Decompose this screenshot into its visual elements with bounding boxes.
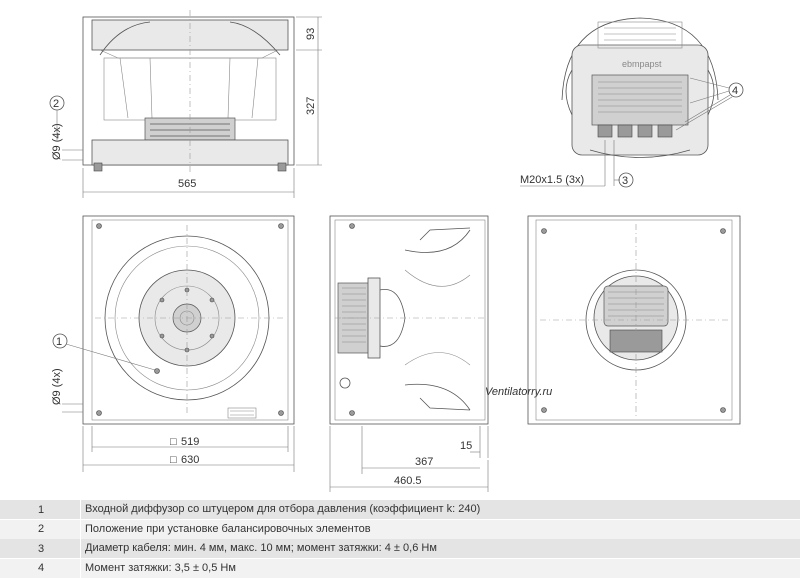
- dim-367-label: 367: [415, 456, 433, 468]
- hole-dim-front: Ø9 (4x): [51, 368, 83, 413]
- legend-text: Положение при установке балансировочных …: [80, 519, 800, 539]
- dimension-93: 93: [296, 16, 322, 51]
- hole-front-label: Ø9 (4x): [51, 368, 63, 405]
- dim-630-label: 630: [181, 454, 199, 466]
- legend-number: 4: [38, 562, 45, 574]
- rear-view: [527, 215, 741, 425]
- callout-4: 4: [675, 77, 744, 131]
- dim-15-label: 15: [460, 440, 472, 452]
- dimension-15: 15: [460, 426, 489, 458]
- dim-93-label: 93: [305, 28, 317, 40]
- dimension-519: □ 519: [91, 426, 289, 452]
- side-section-view: [329, 215, 489, 425]
- watermark: Ventilatorry.ru: [485, 386, 552, 398]
- cable-gland-label: M20x1.5 (3x): [520, 174, 584, 186]
- dimension-460-5: 460.5: [329, 426, 489, 492]
- motor-detail-view: ebmpapst: [561, 17, 719, 158]
- technical-drawing: 93 327 565 Ø9 (4x) 2 ebmpapst: [49, 10, 744, 492]
- legend-row: 3 Диаметр кабеля: мин. 4 мм, макс. 10 мм…: [0, 539, 800, 558]
- dim-460-label: 460.5: [394, 475, 422, 487]
- legend-text: Диаметр кабеля: мин. 4 мм, макс. 10 мм; …: [80, 539, 800, 558]
- dim-3-label: 3: [622, 175, 628, 187]
- dim-519-label: 519: [181, 436, 199, 448]
- legend-row: 1 Входной диффузор со штуцером для отбор…: [0, 500, 800, 519]
- dim-565-label: 565: [178, 178, 196, 190]
- callout-1-label: 1: [56, 336, 62, 348]
- front-view: [82, 215, 295, 425]
- legend-number: 1: [38, 503, 45, 516]
- cable-gland-dim: M20x1.5 (3x) 3: [520, 140, 634, 188]
- dimension-565: 565: [82, 168, 295, 198]
- legend-number: 3: [38, 542, 45, 555]
- hole-dim-top: Ø9 (4x): [51, 123, 83, 161]
- legend-row: 4 Момент затяжки: 3,5 ± 0,5 Нм: [0, 558, 800, 578]
- callout-1: 1: [52, 333, 160, 374]
- brand-plate: ebmpapst: [622, 59, 662, 69]
- dimension-630: □ 630: [82, 426, 295, 472]
- legend-text: Момент затяжки: 3,5 ± 0,5 Нм: [80, 558, 800, 578]
- legend-table: 1 Входной диффузор со штуцером для отбор…: [0, 500, 800, 578]
- dim-630-sq: □: [170, 454, 177, 466]
- hole-top-label: Ø9 (4x): [51, 123, 63, 160]
- legend-text: Входной диффузор со штуцером для отбора …: [80, 500, 800, 519]
- side-elevation-view: [82, 10, 295, 175]
- dimension-367: 367: [361, 426, 480, 474]
- legend-number: 2: [38, 523, 45, 535]
- dim-327-label: 327: [305, 97, 317, 115]
- callout-2: 2: [49, 95, 65, 140]
- callout-2-label: 2: [53, 98, 59, 110]
- callout-4-label: 4: [732, 85, 738, 97]
- legend-row: 2 Положение при установке балансировочны…: [0, 519, 800, 539]
- dim-519-sq: □: [170, 436, 177, 448]
- dimension-327: 327: [296, 50, 322, 166]
